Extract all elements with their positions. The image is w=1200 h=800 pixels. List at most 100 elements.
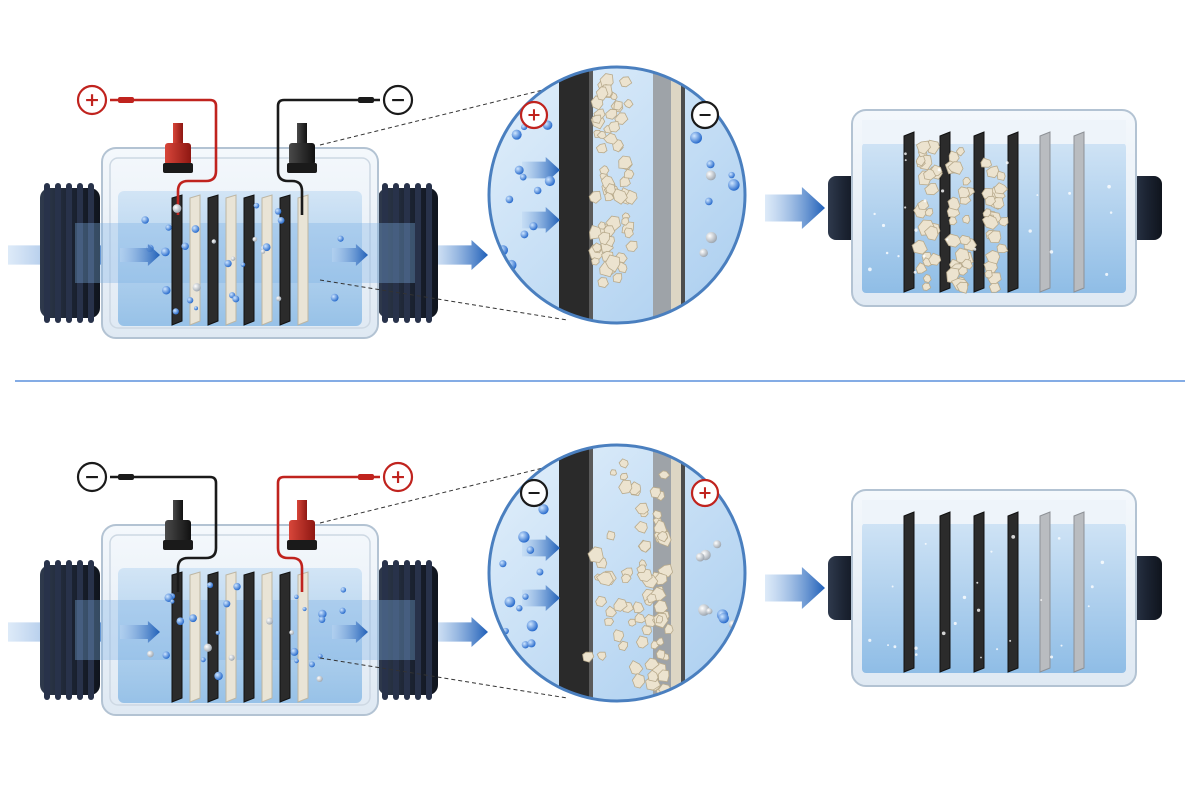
scale-crystal [984, 195, 996, 207]
ion-bubble [316, 675, 323, 683]
minus-sign-icon: − [519, 478, 549, 508]
scale-crystal [656, 614, 664, 624]
wire-connector [118, 97, 134, 103]
cap-rib [426, 183, 432, 323]
scale-crystal [948, 215, 958, 226]
scale-crystal [597, 221, 606, 230]
dark-electrode-plate [243, 194, 255, 326]
terminal-badge-circle [76, 84, 108, 116]
scale-crystal [923, 168, 937, 181]
ion-bubble [511, 129, 522, 140]
plus-sign-icon: + [690, 478, 720, 508]
result-headspace [862, 500, 1126, 524]
ion-bubble [252, 236, 258, 242]
flow-arrow-icon [120, 244, 160, 266]
terminal-badge-circle [690, 478, 720, 508]
water-speckle [1060, 644, 1063, 647]
scale-crystal [664, 623, 674, 635]
scale-crystal [618, 155, 633, 170]
ion-bubble [337, 235, 344, 242]
cap-rib [44, 183, 50, 323]
scale-crystal [986, 165, 1000, 179]
ion-bubble [232, 295, 240, 303]
scale-crystal [596, 651, 607, 661]
positive-terminal [287, 500, 317, 550]
scale-crystal [957, 186, 971, 199]
water-speckle [976, 581, 979, 584]
ion-bubble [705, 232, 717, 244]
water-speckle [990, 550, 993, 553]
water-speckle [1100, 560, 1105, 565]
water-speckle [914, 228, 918, 232]
ion-bubble [518, 531, 530, 543]
zoom-coated-plate [671, 445, 681, 701]
scale-crystal [591, 257, 600, 266]
scale-crystal [618, 458, 629, 469]
ion-bubble [318, 616, 326, 623]
cap-rib [404, 560, 410, 700]
scale-crystal [595, 595, 608, 608]
zoom-metal-plate [653, 67, 671, 323]
scale-crystal [597, 277, 609, 288]
scale-crystal [582, 651, 595, 663]
magnifier-circle-icon [487, 65, 747, 325]
scale-crystal [587, 546, 604, 563]
coated-electrode-plate [297, 194, 309, 326]
ion-bubble [276, 296, 282, 302]
scale-crystal [924, 225, 939, 241]
flow-arrow-icon [332, 244, 368, 266]
terminal-badge-circle [382, 84, 414, 116]
water-speckle [1068, 191, 1072, 195]
scale-crystal [984, 269, 993, 279]
scale-crystal [922, 274, 932, 284]
metal-electrode-plate [1039, 131, 1051, 293]
ion-bubble [189, 614, 197, 623]
result-water [862, 523, 1126, 673]
ion-bubble [527, 639, 536, 648]
water-speckle [868, 638, 872, 642]
scale-crystal [631, 673, 646, 689]
scale-crystal [915, 262, 928, 274]
terminal-symbol: − [527, 483, 542, 503]
ion-bubble [705, 197, 713, 206]
scale-crystal [947, 196, 961, 211]
metal-electrode-plate [1073, 131, 1085, 293]
scale-crystal [635, 635, 649, 649]
water-speckle [980, 656, 982, 659]
plus-sign-icon: + [519, 100, 549, 130]
ion-bubble [718, 612, 729, 624]
wire-connector [358, 97, 374, 103]
terminal-symbol: + [390, 466, 406, 488]
water-speckle [1050, 655, 1054, 659]
scale-crystal [619, 472, 629, 481]
terminal-badge-circle [519, 478, 549, 508]
ion-bubble [706, 160, 715, 169]
scale-crystal [652, 509, 662, 520]
zoom-content [497, 67, 740, 323]
scale-crystal [603, 132, 618, 145]
zoom-content [499, 445, 738, 701]
result-headspace [862, 120, 1126, 144]
housing-inner-rim [109, 157, 371, 329]
right-end-cap [378, 560, 438, 700]
water-speckle [891, 585, 894, 588]
scale-crystal [618, 640, 629, 651]
minus-sign-icon: − [382, 84, 414, 116]
dark-electrode-plate [939, 511, 951, 673]
zoom-plate-edge [681, 445, 685, 701]
cap-rib [77, 560, 83, 700]
dark-electrode-plate [973, 131, 985, 293]
dark-electrode-plate [973, 511, 985, 673]
water-speckle [873, 212, 876, 216]
ion-bubble [207, 582, 214, 589]
ion-bubble [536, 568, 544, 576]
right-end-cap [378, 183, 438, 323]
terminal-badge-circle [76, 461, 108, 493]
minus-sign-icon: − [76, 461, 108, 493]
ion-bubble [200, 657, 206, 663]
magnifier-circle-icon [487, 443, 747, 703]
water-speckle [996, 648, 999, 651]
scale-crystal [962, 214, 971, 224]
scale-crystal [982, 214, 999, 230]
ion-bubble [223, 600, 231, 608]
